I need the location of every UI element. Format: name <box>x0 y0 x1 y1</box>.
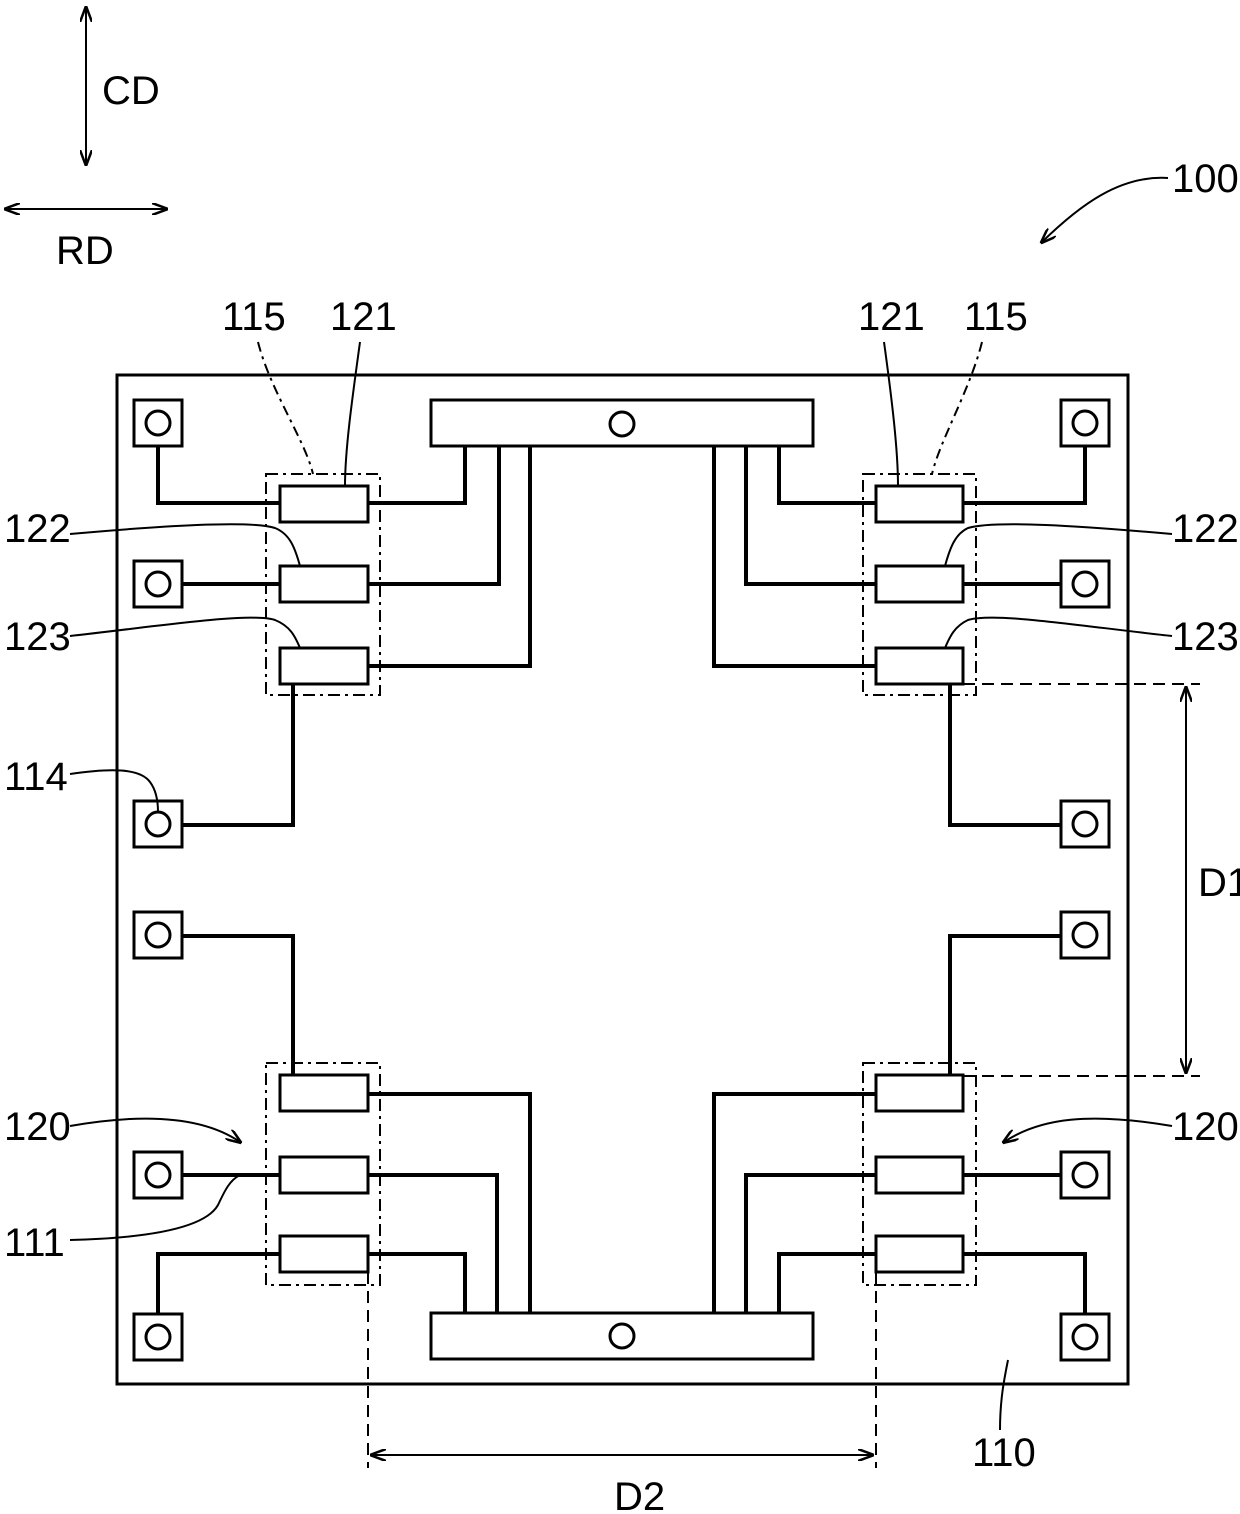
pad <box>1061 1152 1109 1198</box>
label-120-right: 120 <box>1172 1105 1239 1149</box>
pad <box>1061 400 1109 446</box>
label-122-right: 122 <box>1172 507 1239 551</box>
pad <box>134 1152 182 1198</box>
component-123-right <box>876 648 963 684</box>
label-115-right: 115 <box>964 295 1028 339</box>
pad <box>134 912 182 958</box>
pad <box>1061 801 1109 847</box>
rd-label: RD <box>56 229 114 273</box>
label-120-left: 120 <box>4 1105 71 1149</box>
label-123-right: 123 <box>1172 615 1239 659</box>
component-123-left <box>280 648 368 684</box>
component-122-right <box>876 566 963 602</box>
component-121-right <box>876 486 963 522</box>
component-122-left <box>280 566 368 602</box>
component-br-1 <box>876 1075 963 1111</box>
component-bl-3 <box>280 1236 368 1272</box>
device-reference: 100 <box>1042 157 1239 242</box>
component-bl-1 <box>280 1075 368 1111</box>
component-br-3 <box>876 1236 963 1272</box>
pad <box>134 561 182 607</box>
label-121-left: 121 <box>330 295 397 339</box>
bottom-bus-bar <box>431 1313 813 1359</box>
label-114: 114 <box>4 755 68 799</box>
label-111: 111 <box>4 1221 65 1265</box>
component-bl-2 <box>280 1157 368 1193</box>
pad <box>1061 1314 1109 1360</box>
d2-label: D2 <box>614 1475 665 1514</box>
label-110: 110 <box>972 1431 1036 1475</box>
d1-label: D1 <box>1198 861 1240 905</box>
label-122-left: 122 <box>4 507 71 551</box>
component-121-left <box>280 486 368 522</box>
direction-indicator: CD RD <box>6 8 166 273</box>
top-bus-bar <box>431 400 813 446</box>
label-121-right: 121 <box>858 295 925 339</box>
pad <box>134 1314 182 1360</box>
label-123-left: 123 <box>4 615 71 659</box>
cd-label: CD <box>102 69 160 113</box>
label-115-left: 115 <box>222 295 286 339</box>
component-br-2 <box>876 1157 963 1193</box>
device-label: 100 <box>1172 157 1239 201</box>
device-leader-arrow <box>1042 178 1168 242</box>
pad <box>1061 561 1109 607</box>
pad <box>134 400 182 446</box>
pad <box>1061 912 1109 958</box>
